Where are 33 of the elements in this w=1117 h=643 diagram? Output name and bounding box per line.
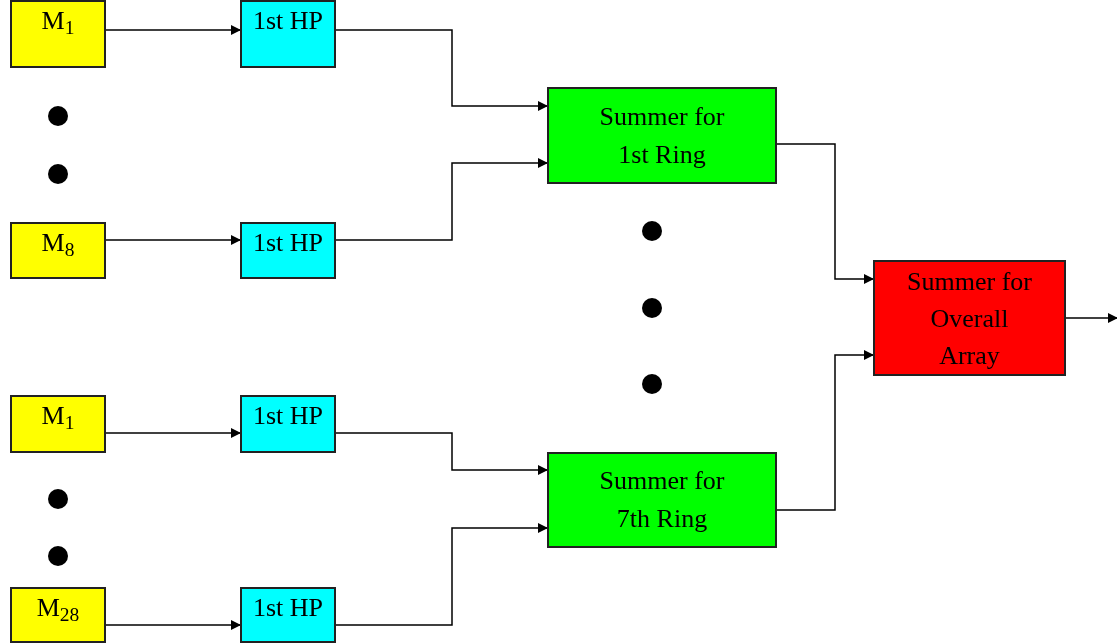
arrow bbox=[776, 143, 874, 284]
box-label: 1st HP bbox=[252, 400, 324, 432]
arrow bbox=[335, 523, 548, 626]
arrow bbox=[1065, 313, 1117, 323]
process-box bbox=[547, 452, 777, 548]
arrow bbox=[335, 158, 548, 241]
arrow bbox=[105, 25, 241, 35]
process-box bbox=[10, 222, 106, 279]
process-box bbox=[10, 395, 106, 453]
box-label: Summer for 7th Ring bbox=[598, 465, 726, 535]
box-label: Summer for Overall Array bbox=[906, 265, 1033, 372]
process-box bbox=[240, 587, 336, 643]
box-label: M$_{28}$ bbox=[36, 592, 80, 627]
box-label: M$_{1}$ bbox=[41, 5, 75, 40]
box-label: Summer for 1st Ring bbox=[598, 100, 726, 171]
process-box bbox=[547, 87, 777, 184]
process-box bbox=[240, 0, 336, 68]
process-box bbox=[240, 222, 336, 279]
arrow bbox=[105, 235, 241, 245]
process-box bbox=[10, 587, 106, 643]
process-box bbox=[10, 0, 106, 68]
box-label: 1st HP bbox=[252, 227, 324, 259]
process-box bbox=[873, 260, 1066, 376]
box-label: M$_{8}$ bbox=[41, 227, 75, 262]
box-label: M$_{1}$ bbox=[41, 400, 75, 435]
box-label: 1st HP bbox=[252, 592, 324, 624]
box-label: 1st HP bbox=[252, 5, 324, 37]
arrow bbox=[105, 620, 241, 630]
arrow bbox=[335, 432, 548, 475]
arrow bbox=[776, 350, 874, 511]
arrow bbox=[105, 428, 241, 438]
arrow bbox=[335, 29, 548, 111]
process-box bbox=[240, 395, 336, 453]
